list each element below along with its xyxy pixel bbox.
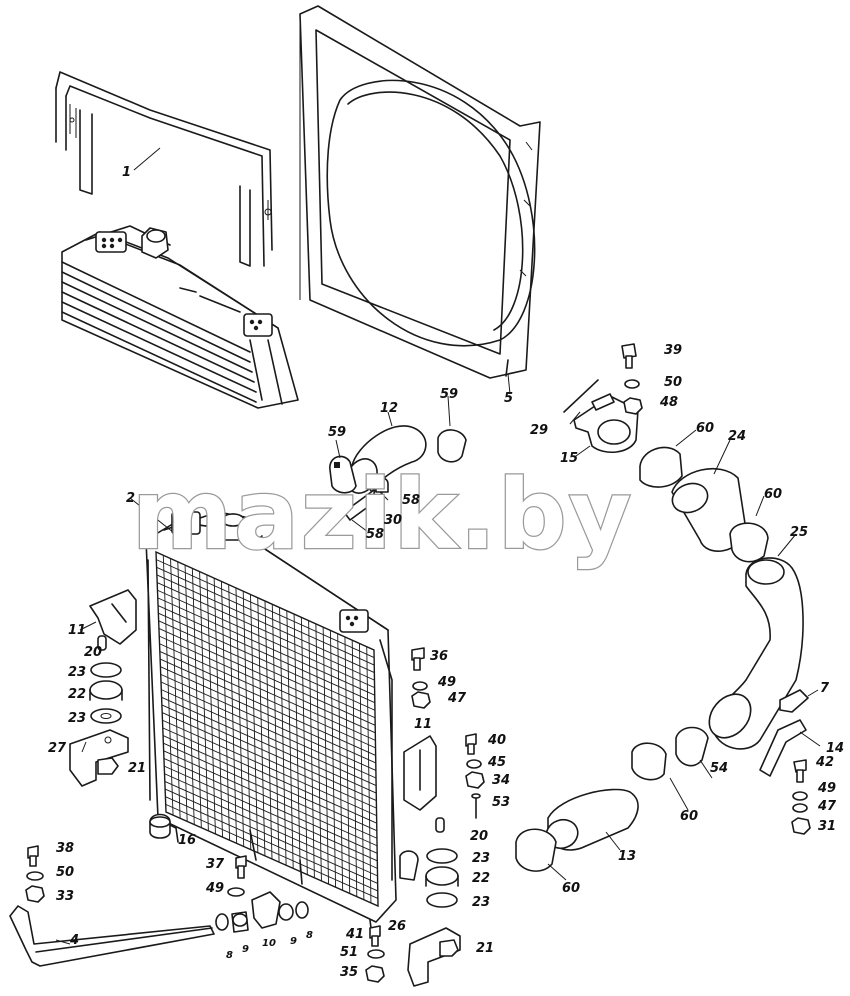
callout-2: 2: [126, 491, 135, 506]
callout-59a: 59: [328, 425, 346, 440]
callout-37: 37: [206, 857, 225, 872]
callout-27: 27: [48, 741, 67, 756]
callout-24: 24: [728, 429, 746, 444]
callout-60c: 60: [680, 809, 698, 824]
callout-49c: 49: [817, 781, 836, 796]
upper-frame-part: [55, 71, 273, 267]
callout-22a: 22: [68, 687, 86, 702]
callout-47b: 47: [817, 799, 837, 814]
callout-labels: 1245788991011111213141516202021212222232…: [48, 165, 844, 980]
callout-31: 31: [818, 819, 836, 834]
callout-23d: 23: [472, 895, 490, 910]
callout-22b: 22: [472, 871, 490, 886]
callout-59b: 59: [440, 387, 458, 402]
callout-21a: 21: [128, 761, 146, 776]
callout-60b: 60: [764, 487, 782, 502]
callout-11a: 11: [68, 623, 86, 638]
callout-36: 36: [430, 649, 448, 664]
callout-1: 1: [122, 165, 131, 180]
callout-39: 39: [664, 343, 682, 358]
callout-20a: 20: [84, 645, 102, 660]
fan-shroud-part: [299, 5, 541, 379]
callout-53: 53: [492, 795, 510, 810]
bottom-center-fasteners: [365, 647, 485, 987]
callout-42: 42: [815, 755, 834, 770]
callout-20b: 20: [470, 829, 488, 844]
main-radiator-part: [145, 511, 419, 937]
callout-50b: 50: [664, 375, 682, 390]
callout-21b: 21: [476, 941, 494, 956]
radiator-core-grid: [156, 555, 379, 903]
callout-8b: 8: [306, 930, 313, 941]
callout-30: 30: [384, 513, 402, 528]
watermark-text: mazik.by: [132, 459, 633, 571]
callout-47a: 47: [447, 691, 467, 706]
hose-assembly-upper: [329, 425, 467, 521]
callout-23c: 23: [472, 851, 490, 866]
callout-48: 48: [659, 395, 678, 410]
callout-8a: 8: [226, 950, 233, 961]
callout-58a: 58: [402, 493, 420, 508]
callout-26: 26: [388, 919, 406, 934]
callout-9b: 9: [290, 936, 297, 947]
callout-41: 41: [345, 927, 364, 942]
left-mount-parts: [69, 589, 171, 839]
callout-29: 29: [530, 423, 548, 438]
callout-25: 25: [790, 525, 808, 540]
callout-54: 54: [710, 761, 728, 776]
callout-51: 51: [340, 945, 358, 960]
callout-33: 33: [56, 889, 74, 904]
callout-60d: 60: [562, 881, 580, 896]
callout-10: 10: [262, 938, 276, 949]
callout-58b: 58: [366, 527, 384, 542]
callout-49b: 49: [437, 675, 456, 690]
leader-lines: [55, 147, 821, 945]
hose-assembly-right: [515, 343, 811, 872]
callout-23b: 23: [68, 711, 86, 726]
callout-12: 12: [380, 401, 398, 416]
callout-23a: 23: [68, 665, 86, 680]
callout-9a: 9: [242, 944, 249, 955]
callout-38: 38: [56, 841, 74, 856]
callout-45: 45: [487, 755, 506, 770]
callout-15: 15: [560, 451, 578, 466]
callout-60a: 60: [696, 421, 714, 436]
callout-50a: 50: [56, 865, 74, 880]
callout-14: 14: [826, 741, 844, 756]
callout-4: 4: [69, 933, 79, 948]
callout-49a: 49: [205, 881, 224, 896]
callout-7: 7: [820, 681, 830, 696]
callout-16: 16: [178, 833, 196, 848]
bottom-left-fasteners: [9, 845, 309, 967]
callout-40: 40: [487, 733, 506, 748]
callout-11b: 11: [414, 717, 432, 732]
callout-5: 5: [504, 391, 513, 406]
callout-34: 34: [492, 773, 510, 788]
callout-13: 13: [618, 849, 636, 864]
small-radiator-part: [61, 225, 299, 409]
callout-35: 35: [340, 965, 358, 980]
